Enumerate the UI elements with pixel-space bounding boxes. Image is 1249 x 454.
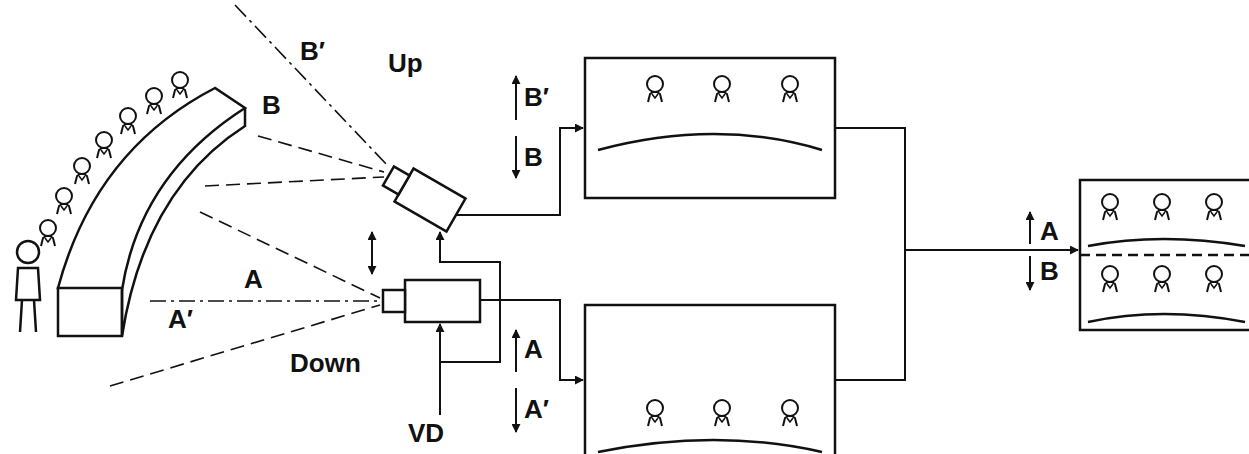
view-boundary-label: A′ [168,306,193,332]
view-line [110,305,380,386]
combined-monitor [1080,180,1249,330]
view-lines [110,5,388,386]
view-boundary-label: B [262,92,281,118]
camera-label: Down [290,350,361,376]
scan-label: B [524,144,543,170]
up-camera [379,160,466,232]
desk-top [58,88,245,290]
signal-name: VD [408,420,444,446]
scan-label: A [1040,218,1059,244]
upper-monitor [585,58,835,198]
conference-desk [16,72,245,336]
camera-label: Up [388,50,423,76]
tilt-arrow [371,232,373,274]
view-line [205,177,384,186]
standing-speaker [16,241,40,332]
down-camera [383,280,480,322]
lower-monitor [585,305,835,454]
scan-label: B [1040,258,1059,284]
view-line [200,212,380,298]
scan-label: B′ [524,84,549,110]
view-boundary-label: B′ [300,38,325,64]
axis-line [235,5,388,166]
axis-line [150,300,380,302]
scan-label: A′ [524,396,549,422]
desk-front [58,288,122,336]
scan-label: A [524,336,543,362]
vd-signal-wires [440,232,500,415]
view-boundary-label: A [244,266,263,292]
view-line [258,136,384,172]
